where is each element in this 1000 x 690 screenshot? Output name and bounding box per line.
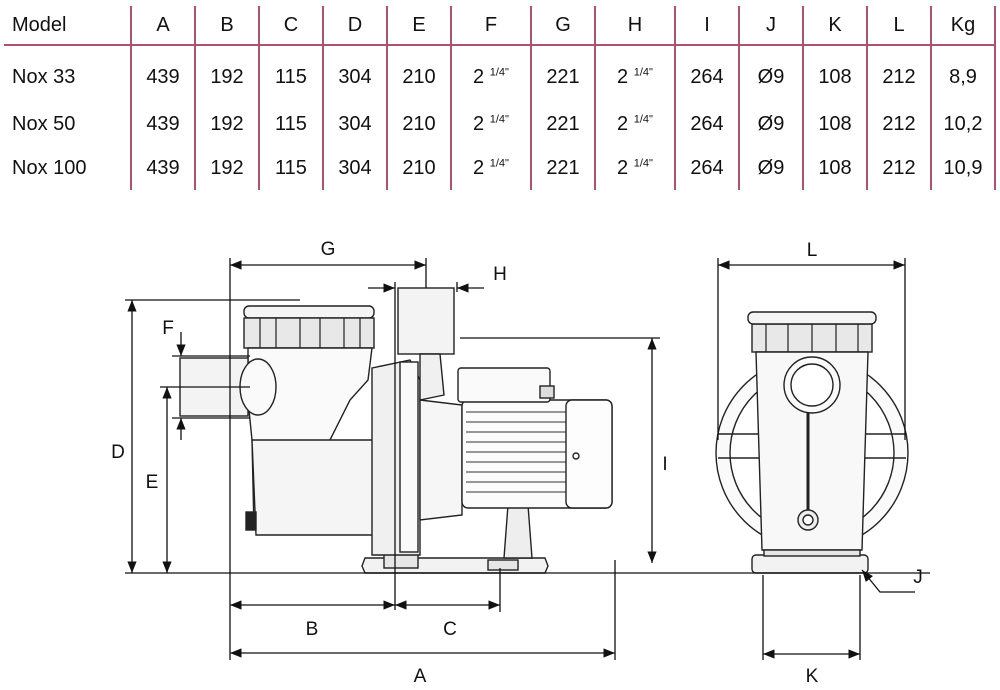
cell-h-frac: 1/4" <box>633 65 653 78</box>
cell-model: Nox 100 <box>12 156 87 179</box>
cell-a: 439 <box>130 102 195 146</box>
header-kg: Kg <box>930 6 996 46</box>
header-g: G <box>530 6 595 46</box>
label-k: K <box>806 666 819 687</box>
cell-k: 108 <box>802 146 867 190</box>
cell-h-whole: 2 <box>617 65 629 88</box>
cell-b: 192 <box>194 146 259 190</box>
pump-side-view <box>179 287 613 574</box>
label-l: L <box>807 240 818 261</box>
cell-c: 115 <box>258 45 323 102</box>
cell-i: 264 <box>674 102 739 146</box>
cell-kg: 8,9 <box>930 45 996 102</box>
cell-f: 2 1/4" <box>450 146 531 190</box>
cell-f-whole: 2 <box>473 65 485 88</box>
cell-model: Nox 50 <box>12 112 76 135</box>
cell-g: 221 <box>530 45 595 102</box>
cell-f-frac: 1/4" <box>489 65 509 78</box>
cell-model: Nox 33 <box>12 65 76 88</box>
header-j: J <box>738 6 803 46</box>
cell-d: 304 <box>322 146 387 190</box>
cell-h-frac: 1/4" <box>633 156 653 169</box>
cell-f-whole: 2 <box>473 112 485 135</box>
cell-j: Ø9 <box>738 45 803 102</box>
cell-k: 108 <box>802 102 867 146</box>
label-j: J <box>913 567 923 588</box>
label-i: I <box>662 454 667 475</box>
table-row: Nox 50 439 192 115 304 210 2 1/4" 221 2 … <box>4 102 996 146</box>
table-row: Nox 33 439 192 115 304 210 2 1/4" 221 2 … <box>4 45 996 102</box>
header-c: C <box>258 6 323 46</box>
cell-k: 108 <box>802 45 867 102</box>
cell-l: 212 <box>866 146 931 190</box>
label-e: E <box>146 472 159 493</box>
cell-i: 264 <box>674 45 739 102</box>
cell-kg: 10,9 <box>930 146 996 190</box>
cell-l: 212 <box>866 102 931 146</box>
label-c: C <box>443 619 457 640</box>
pump-front-view <box>715 311 909 574</box>
cell-h-whole: 2 <box>617 112 629 135</box>
cell-d: 304 <box>322 45 387 102</box>
header-l: L <box>866 6 931 46</box>
cell-h: 2 1/4" <box>594 102 675 146</box>
label-g: G <box>321 239 336 260</box>
cell-h-frac: 1/4" <box>633 112 653 125</box>
header-f: F <box>450 6 531 46</box>
label-d: D <box>111 442 125 463</box>
cell-a: 439 <box>130 45 195 102</box>
cell-h: 2 1/4" <box>594 146 675 190</box>
cell-a: 439 <box>130 146 195 190</box>
header-i: I <box>674 6 739 46</box>
cell-e: 210 <box>386 146 451 190</box>
cell-g: 221 <box>530 146 595 190</box>
label-h: H <box>493 264 507 285</box>
cell-f-frac: 1/4" <box>489 156 509 169</box>
dimensions-table: Model A B C D E F G H I J K L Kg Nox 33 … <box>4 6 996 190</box>
cell-h: 2 1/4" <box>594 45 675 102</box>
cell-j: Ø9 <box>738 146 803 190</box>
label-f: F <box>162 318 174 339</box>
cell-b: 192 <box>194 45 259 102</box>
table-header-row: Model A B C D E F G H I J K L Kg <box>4 6 996 46</box>
cell-f: 2 1/4" <box>450 102 531 146</box>
cell-kg: 10,2 <box>930 102 996 146</box>
cell-f-frac: 1/4" <box>489 112 509 125</box>
table-row: Nox 100 439 192 115 304 210 2 1/4" 221 2… <box>4 146 996 190</box>
cell-i: 264 <box>674 146 739 190</box>
cell-j: Ø9 <box>738 102 803 146</box>
cell-f: 2 1/4" <box>450 45 531 102</box>
cell-d: 304 <box>322 102 387 146</box>
cell-e: 210 <box>386 45 451 102</box>
header-h: H <box>594 6 675 46</box>
dimension-labels: G H F D E I B C A L J K <box>111 239 923 687</box>
cell-f-whole: 2 <box>473 156 485 179</box>
label-b: B <box>306 619 319 640</box>
header-a: A <box>130 6 195 46</box>
cell-c: 115 <box>258 146 323 190</box>
header-b: B <box>194 6 259 46</box>
header-d: D <box>322 6 387 46</box>
cell-c: 115 <box>258 102 323 146</box>
header-e: E <box>386 6 451 46</box>
dim-j-leader <box>861 569 915 593</box>
cell-l: 212 <box>866 45 931 102</box>
header-k: K <box>802 6 867 46</box>
cell-g: 221 <box>530 102 595 146</box>
cell-h-whole: 2 <box>617 156 629 179</box>
cell-e: 210 <box>386 102 451 146</box>
header-model: Model <box>4 6 131 46</box>
dimension-lines <box>125 258 930 660</box>
label-a: A <box>414 666 427 687</box>
cell-b: 192 <box>194 102 259 146</box>
